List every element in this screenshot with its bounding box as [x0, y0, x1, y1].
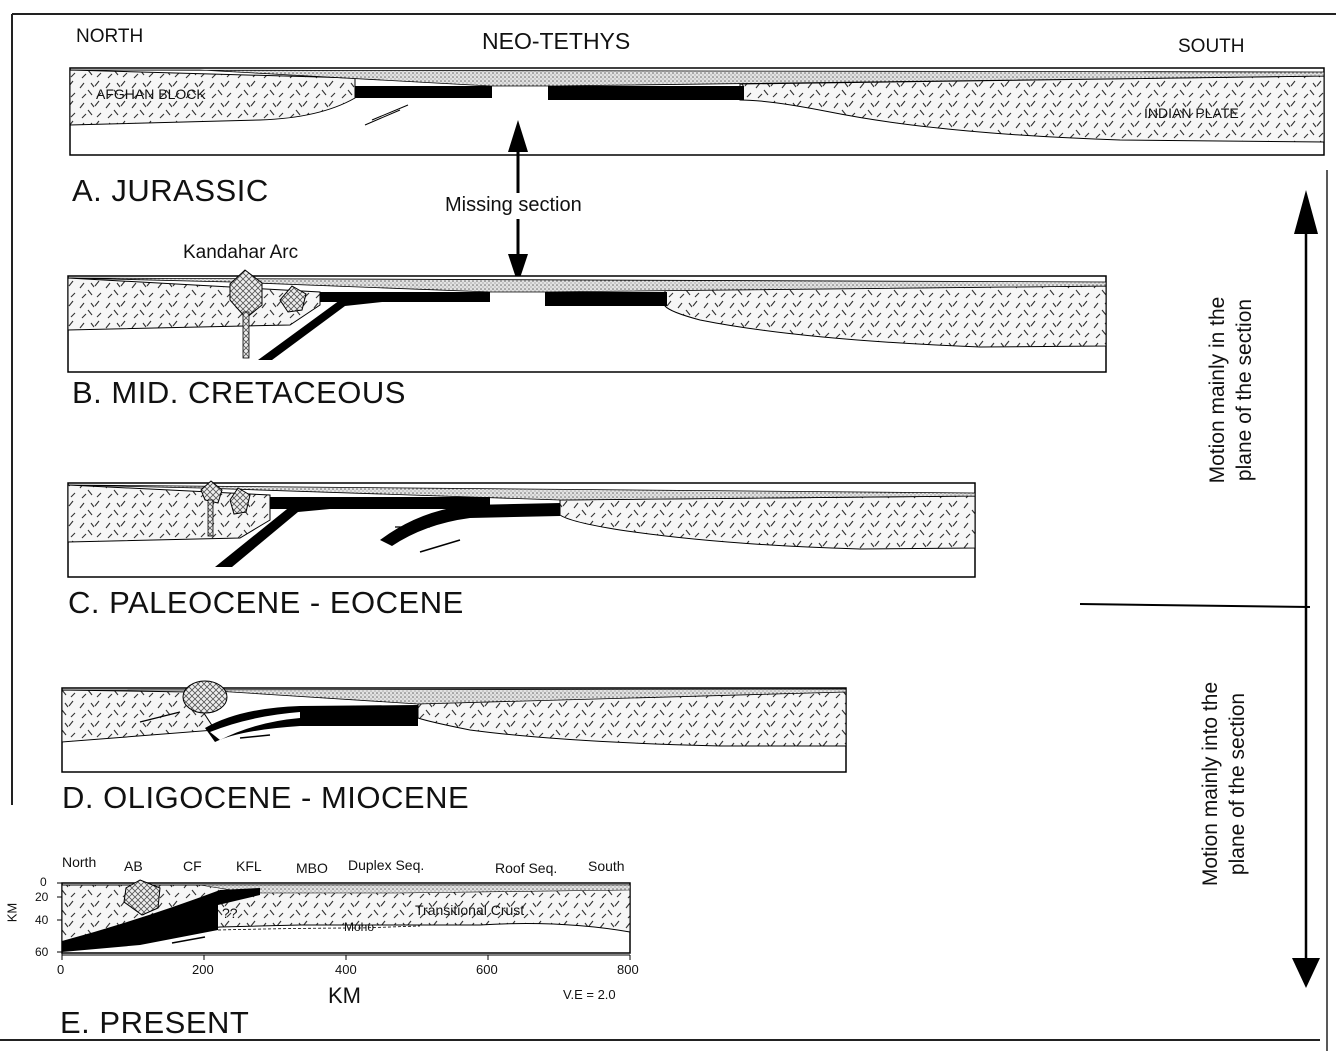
ab-label: AB	[124, 858, 143, 874]
missing-section-label: Missing section	[445, 194, 582, 217]
oceanic-crust-a-right	[548, 86, 744, 100]
indian-plate-label: INDIAN PLATE	[1144, 105, 1239, 121]
moho-label: Moho	[344, 920, 374, 934]
panel-c-section	[68, 481, 975, 577]
present-north-label: North	[62, 854, 96, 870]
oceanic-crust-a-left	[355, 86, 492, 98]
north-label: NORTH	[76, 26, 143, 48]
kandahar-arc-label: Kandahar Arc	[183, 242, 298, 264]
south-label: SOUTH	[1178, 36, 1245, 58]
motion-lower-text: Motion mainly into the plane of the sect…	[1197, 659, 1253, 909]
motion-divider	[1080, 604, 1310, 607]
y-axis-label: KM	[4, 903, 19, 923]
motion-upper-text: Motion mainly in the plane of the sectio…	[1204, 270, 1260, 510]
oceanic-crust-b-right	[545, 292, 667, 306]
panel-b-title: B. MID. CRETACEOUS	[72, 375, 406, 411]
panel-e-section	[62, 880, 630, 953]
y-tick-0: 0	[40, 875, 47, 889]
neo-tethys-label: NEO-TETHYS	[482, 28, 630, 55]
arc-body-d	[183, 681, 227, 713]
x-tick-800: 800	[617, 962, 639, 977]
panel-a-title: A. JURASSIC	[72, 173, 269, 209]
mbo-label: MBO	[296, 860, 328, 876]
motion-lower-line-1: Motion mainly into the	[1197, 659, 1224, 909]
roof-seq-label: Roof Seq.	[495, 860, 557, 876]
panel-e-title: E. PRESENT	[60, 1005, 249, 1041]
motion-upper-line-2: plane of the section	[1231, 270, 1258, 510]
afghan-block-label: AFGHAN BLOCK	[96, 86, 206, 102]
panel-a-section	[70, 68, 1324, 155]
x-tick-400: 400	[335, 962, 357, 977]
motion-lower-line-2: plane of the section	[1224, 659, 1251, 909]
panel-d-title: D. OLIGOCENE - MIOCENE	[62, 780, 469, 816]
y-tick-60: 60	[35, 945, 48, 959]
duplex-seq-label: Duplex Seq.	[348, 857, 424, 873]
panel-b-section	[68, 270, 1106, 372]
motion-upper-line-1: Motion mainly in the	[1204, 270, 1231, 510]
panel-c-title: C. PALEOCENE - EOCENE	[68, 585, 464, 621]
y-tick-20: 20	[35, 890, 48, 904]
question-label: ??	[222, 905, 238, 921]
x-tick-600: 600	[476, 962, 498, 977]
x-tick-200: 200	[192, 962, 214, 977]
x-axis-label: KM	[328, 983, 361, 1009]
kfl-label: KFL	[236, 858, 262, 874]
x-tick-0: 0	[57, 962, 64, 977]
arc-root-b	[243, 312, 249, 358]
ve-label: V.E = 2.0	[563, 987, 616, 1002]
arc-root-c	[208, 500, 213, 536]
present-south-label: South	[588, 858, 625, 874]
transitional-crust-label: Transitional Crust	[415, 902, 524, 918]
y-tick-40: 40	[35, 913, 48, 927]
panel-d-section	[62, 681, 846, 772]
cf-label: CF	[183, 858, 202, 874]
